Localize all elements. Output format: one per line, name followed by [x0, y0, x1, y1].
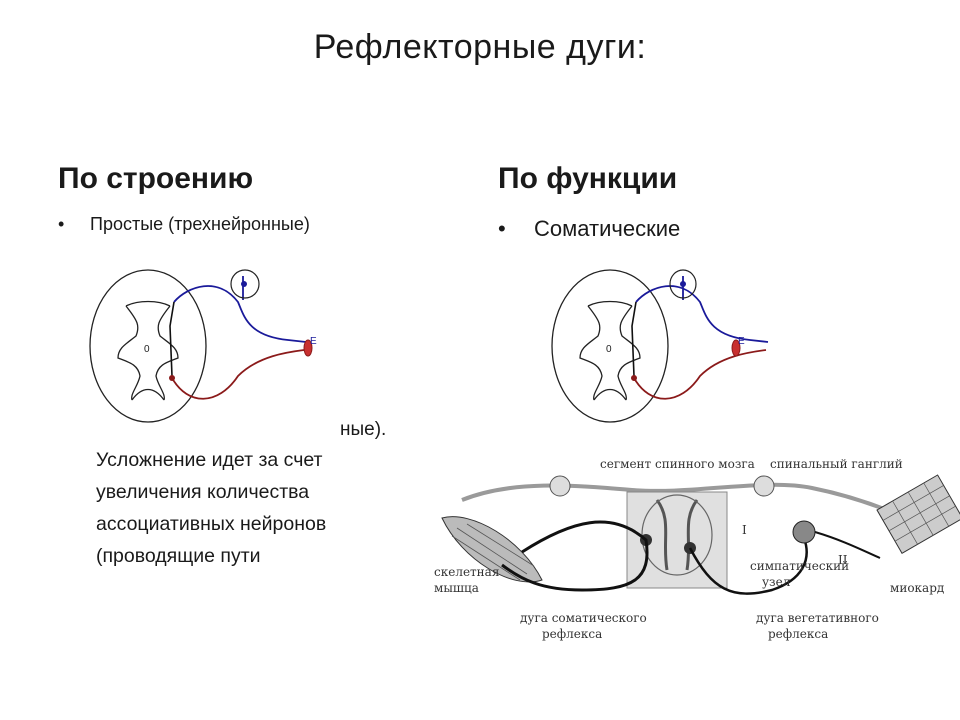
label-veget-2: рефлекса [768, 627, 828, 641]
heading-function: По функции [498, 162, 678, 195]
label-symp-1: симпатический [750, 559, 849, 573]
paragraph-line: Усложнение идет за счет [96, 449, 323, 471]
spinal-cord-outline [89, 269, 207, 423]
center-mark: 0 [144, 344, 150, 355]
effector-mark: E [738, 336, 745, 347]
paragraph-line: ассоциативных нейронов [96, 513, 327, 535]
label-ganglion: спинальный ганглий [770, 457, 903, 471]
text-fragment: ные). [340, 419, 387, 440]
heading-structure: По строению [58, 162, 254, 195]
label-myocard: миокард [890, 581, 944, 595]
bullet-simple: • Простые (трехнейронные) [58, 214, 310, 235]
bullet-simple-text: Простые (трехнейронные) [90, 214, 310, 234]
paragraph-line: (проводящие пути [96, 545, 261, 567]
paragraph-block: Усложнение идет за счет увеличения колич… [96, 444, 326, 572]
label-segment: сегмент спинного мозга [600, 457, 755, 471]
paragraph-line: увеличения количества [96, 481, 310, 503]
slide-title: Рефлекторные дуги: [313, 28, 647, 66]
label-muscle-1: скелетная [434, 565, 499, 579]
reflex-arc-diagram-left: 0 E [89, 269, 317, 423]
somatic-vegetative-figure: сегмент спинного мозга спинальный гангли… [432, 440, 960, 670]
bullet-dot: • [58, 214, 65, 234]
label-symp-2: узел [762, 575, 791, 589]
bullet-somatic-text: Соматические [534, 216, 681, 241]
label-veget-1: дуга вегетативного [756, 611, 879, 625]
label-somatic-2: рефлекса [542, 627, 602, 641]
effector-mark: E [310, 336, 317, 347]
reflex-arc-diagram-right: 0 E [551, 269, 769, 423]
mark-2: II [838, 553, 848, 567]
center-mark: 0 [606, 344, 612, 355]
bullet-dot: • [498, 216, 506, 241]
mark-1: I [742, 523, 747, 537]
label-somatic-1: дуга соматического [520, 611, 647, 625]
bullet-somatic: • Соматические [498, 216, 681, 241]
label-muscle-2: мышца [434, 581, 479, 595]
